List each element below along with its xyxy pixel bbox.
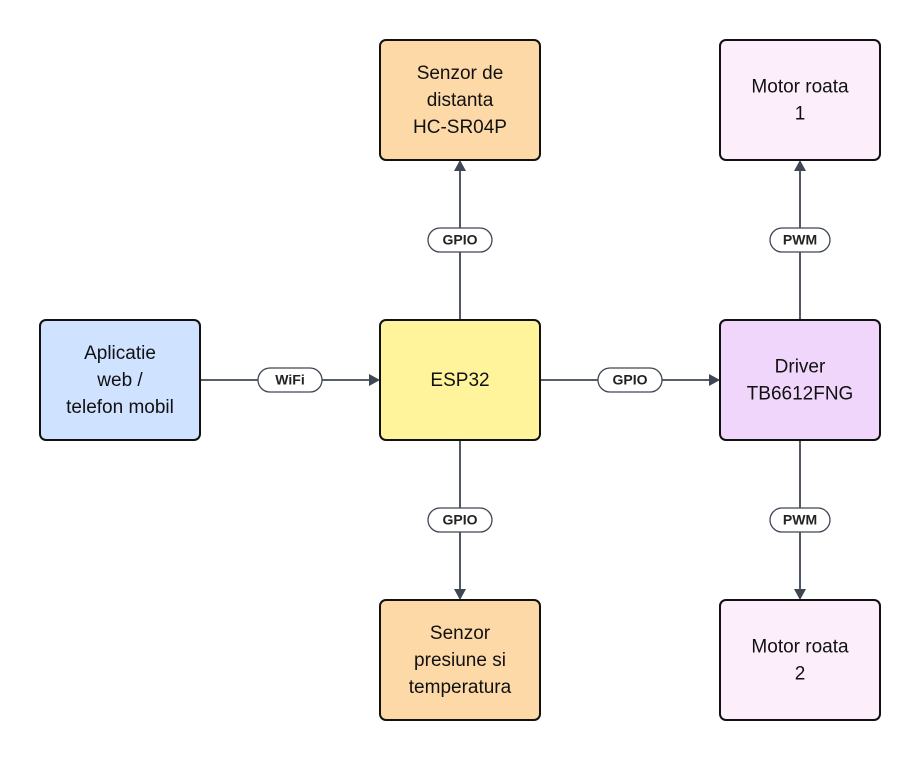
node-box: [719, 39, 881, 161]
arrowhead-icon: [369, 374, 380, 386]
node-label-line: Aplicatie: [84, 343, 156, 364]
node-label-line: ESP32: [430, 370, 489, 391]
edge-label-pill: [769, 507, 831, 533]
edge-app-to-esp32: WiFi: [200, 367, 380, 393]
arrowhead-icon: [709, 374, 720, 386]
arrowhead-icon: [454, 589, 466, 600]
edge-esp32-to-distance-sensor: GPIO: [427, 160, 493, 320]
node-label-line: temperatura: [409, 677, 512, 698]
node-label-line: HC-SR04P: [413, 117, 507, 138]
node-esp32: ESP32: [379, 319, 541, 441]
edge-label-pill: [427, 227, 493, 253]
node-label-line: Driver: [775, 357, 826, 378]
edge-label: GPIO: [442, 512, 477, 528]
edge-label: PWM: [783, 232, 817, 248]
node-motor-1: Motor roata 1: [719, 39, 881, 161]
node-label-line: web /: [96, 370, 143, 391]
node-box: [719, 599, 881, 721]
edge-label: WiFi: [275, 372, 304, 388]
node-label-line: TB6612FNG: [747, 384, 854, 405]
edge-label: GPIO: [612, 372, 647, 388]
node-label-line: Senzor: [430, 623, 491, 644]
arrowhead-icon: [794, 160, 806, 171]
edge-label-pill: [769, 227, 831, 253]
node-box: [379, 39, 541, 161]
node-label-line: distanta: [427, 90, 494, 111]
edge-esp32-to-pressure-sensor: GPIO: [427, 440, 493, 600]
arrowhead-icon: [794, 589, 806, 600]
node-label-line: telefon mobil: [66, 397, 174, 418]
edge-label-pill: [427, 507, 493, 533]
node-motor-2: Motor roata 2: [719, 599, 881, 721]
node-app: Aplicatie web / telefon mobil: [39, 319, 201, 441]
node-label-line: Motor roata: [751, 637, 849, 658]
node-label-line: Motor roata: [751, 77, 849, 98]
node-label-line: 2: [795, 664, 806, 685]
node-label-line: Senzor de: [417, 63, 504, 84]
node-label-line: presiune si: [414, 650, 506, 671]
node-box: [719, 319, 881, 441]
edge-driver-to-motor-2: PWM: [769, 440, 831, 600]
edge-label-pill: [597, 367, 663, 393]
edge-esp32-to-driver: GPIO: [540, 367, 720, 393]
edge-driver-to-motor-1: PWM: [769, 160, 831, 320]
node-box: [379, 599, 541, 721]
node-box: [379, 319, 541, 441]
edge-label: GPIO: [442, 232, 477, 248]
edge-label-pill: [257, 367, 323, 393]
node-label-line: 1: [795, 104, 806, 125]
node-box: [39, 319, 201, 441]
edge-label: PWM: [783, 512, 817, 528]
node-pressure-sensor: Senzor presiune si temperatura: [379, 599, 541, 721]
arrowhead-icon: [454, 160, 466, 171]
